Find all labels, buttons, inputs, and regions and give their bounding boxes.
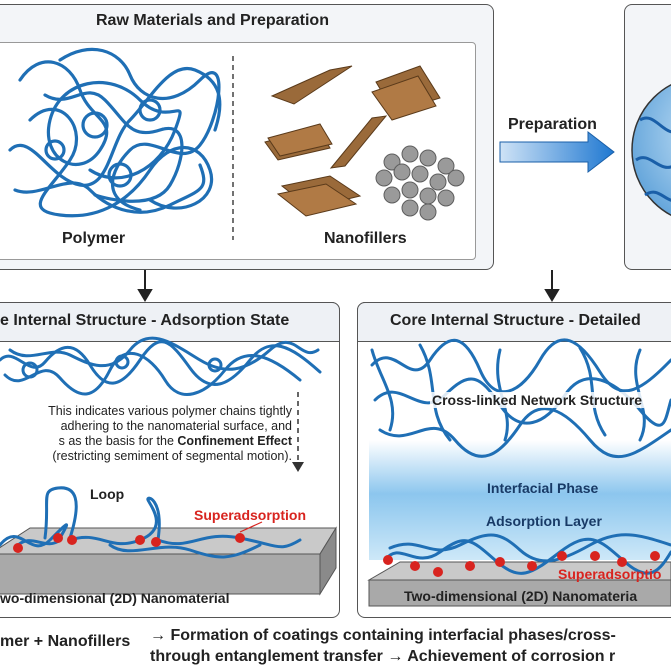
footer-left-text: mer + Nanofillers (0, 633, 131, 650)
adsorption-panel-title: e Internal Structure - Adsorption State (0, 312, 290, 329)
cross-linked-network-label: Cross-linked Network Structure (430, 392, 645, 408)
polymer-label: Polymer (62, 230, 126, 247)
superadsorption-label-left: Superadsorption (194, 507, 307, 523)
loop-label: Loop (90, 486, 125, 502)
footer-line-1: → Formation of coatings containing inter… (150, 627, 616, 644)
desc-line-2: adhering to the nanomaterial surface, an… (60, 419, 292, 433)
raw-materials-title: Raw Materials and Preparation (96, 12, 329, 29)
interfacial-phase-label: Interfacial Phase (487, 480, 599, 496)
nanomaterial-base-label-right: Two-dimensional (2D) Nanomateria (404, 588, 638, 604)
superadsorption-label-right: Superadsorptio (558, 566, 662, 582)
composite-panel (624, 4, 671, 270)
raw-materials-inner (0, 42, 476, 260)
desc-line-3-text: s as the basis for the (58, 434, 178, 448)
confinement-effect-text: Confinement Effect (177, 434, 292, 448)
preparation-label: Preparation (508, 116, 597, 133)
nanofillers-label: Nanofillers (324, 230, 407, 247)
desc-line-1: This indicates various polymer chains ti… (48, 404, 292, 418)
desc-line-4: (restricting semiment of segmental motio… (52, 449, 292, 463)
detailed-panel-title: Core Internal Structure - Detailed (390, 312, 641, 329)
adsorption-layer-label: Adsorption Layer (486, 513, 602, 529)
adsorption-description: This indicates various polymer chains ti… (0, 404, 292, 464)
footer-line-2: through entanglement transfer → Achievem… (150, 648, 616, 665)
desc-line-3: s as the basis for the Confinement Effec… (0, 434, 292, 449)
nanomaterial-base-label-left: wo-dimensional (2D) Nanomaterial (0, 590, 230, 606)
